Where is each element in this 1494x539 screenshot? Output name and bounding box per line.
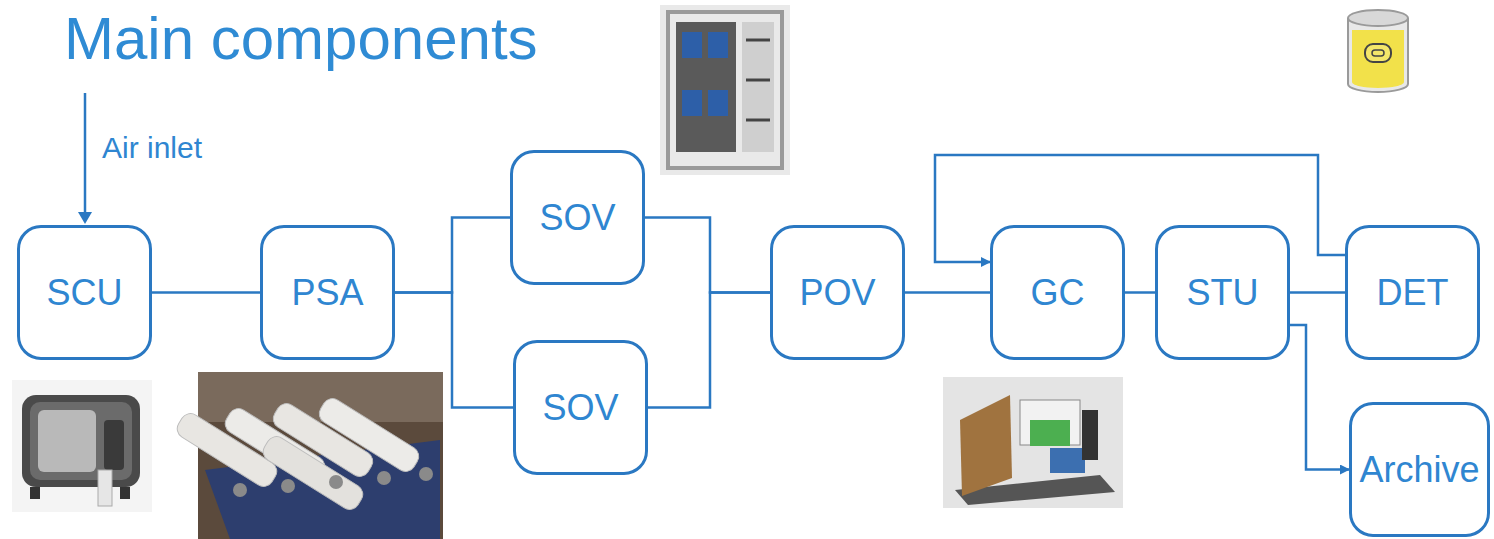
box-label: POV — [799, 273, 875, 313]
diagram-title: Main components — [64, 4, 538, 73]
flow-connector — [152, 291, 260, 294]
flow-connector — [395, 218, 510, 293]
flow-label: Air inlet — [100, 131, 204, 165]
box-label: Archive — [1359, 450, 1479, 490]
flow-connector — [645, 218, 770, 293]
process-box: POV — [770, 225, 905, 360]
process-box: DET — [1345, 225, 1480, 360]
process-box: SCU — [17, 225, 152, 360]
flow-connector — [905, 291, 990, 294]
flow-connector — [648, 293, 770, 408]
flow-connector — [1125, 291, 1155, 294]
compressor-photo — [12, 380, 152, 512]
flow-connector — [395, 293, 513, 408]
process-box: STU — [1155, 225, 1290, 360]
box-label: SOV — [539, 198, 615, 238]
cabinet-photo — [660, 5, 790, 175]
box-label: GC — [1031, 273, 1085, 313]
detector-icon — [1348, 10, 1408, 92]
psa-columns-photo — [173, 372, 443, 539]
box-label: PSA — [291, 273, 363, 313]
process-box: SOV — [513, 340, 648, 475]
box-label: DET — [1377, 273, 1449, 313]
air-inlet-arrow — [78, 93, 92, 224]
process-box: PSA — [260, 225, 395, 360]
process-box: SOV — [510, 150, 645, 285]
box-label: STU — [1187, 273, 1259, 313]
gc-render — [943, 377, 1123, 508]
process-box: GC — [990, 225, 1125, 360]
flow-connector — [1290, 325, 1349, 470]
process-box: Archive — [1349, 402, 1490, 537]
flow-connector — [1290, 291, 1345, 294]
box-label: SCU — [46, 273, 122, 313]
box-label: SOV — [542, 388, 618, 428]
